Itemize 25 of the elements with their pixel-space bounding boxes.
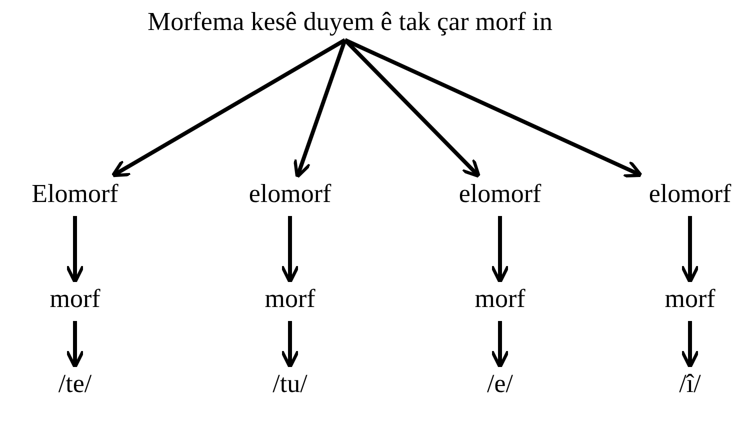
node-label: morf [664,283,716,315]
arrow [280,321,300,369]
arrow [280,216,300,284]
node-label: /tu/ [272,368,308,400]
node-label: /e/ [487,368,513,400]
node-label: morf [264,283,316,315]
arrow [111,38,346,178]
node-label: /te/ [58,368,92,400]
arrow [490,216,510,284]
arrow [490,321,510,369]
node-label: Elomorf [32,178,118,210]
node-label: elomorf [248,178,332,210]
arrow [293,39,347,179]
node-label: morf [474,283,526,315]
arrow [65,216,85,284]
arrow [680,321,700,369]
arrow [65,321,85,369]
node-label: morf [50,283,100,315]
node-label: Morfema kesê duyem ê tak çar morf in [147,6,552,38]
node-label: elomorf [458,178,542,210]
arrow [344,38,481,178]
node-label: elomorf [648,178,732,210]
arrow [344,38,643,178]
node-label: /î/ [679,368,701,400]
arrow [680,216,700,284]
